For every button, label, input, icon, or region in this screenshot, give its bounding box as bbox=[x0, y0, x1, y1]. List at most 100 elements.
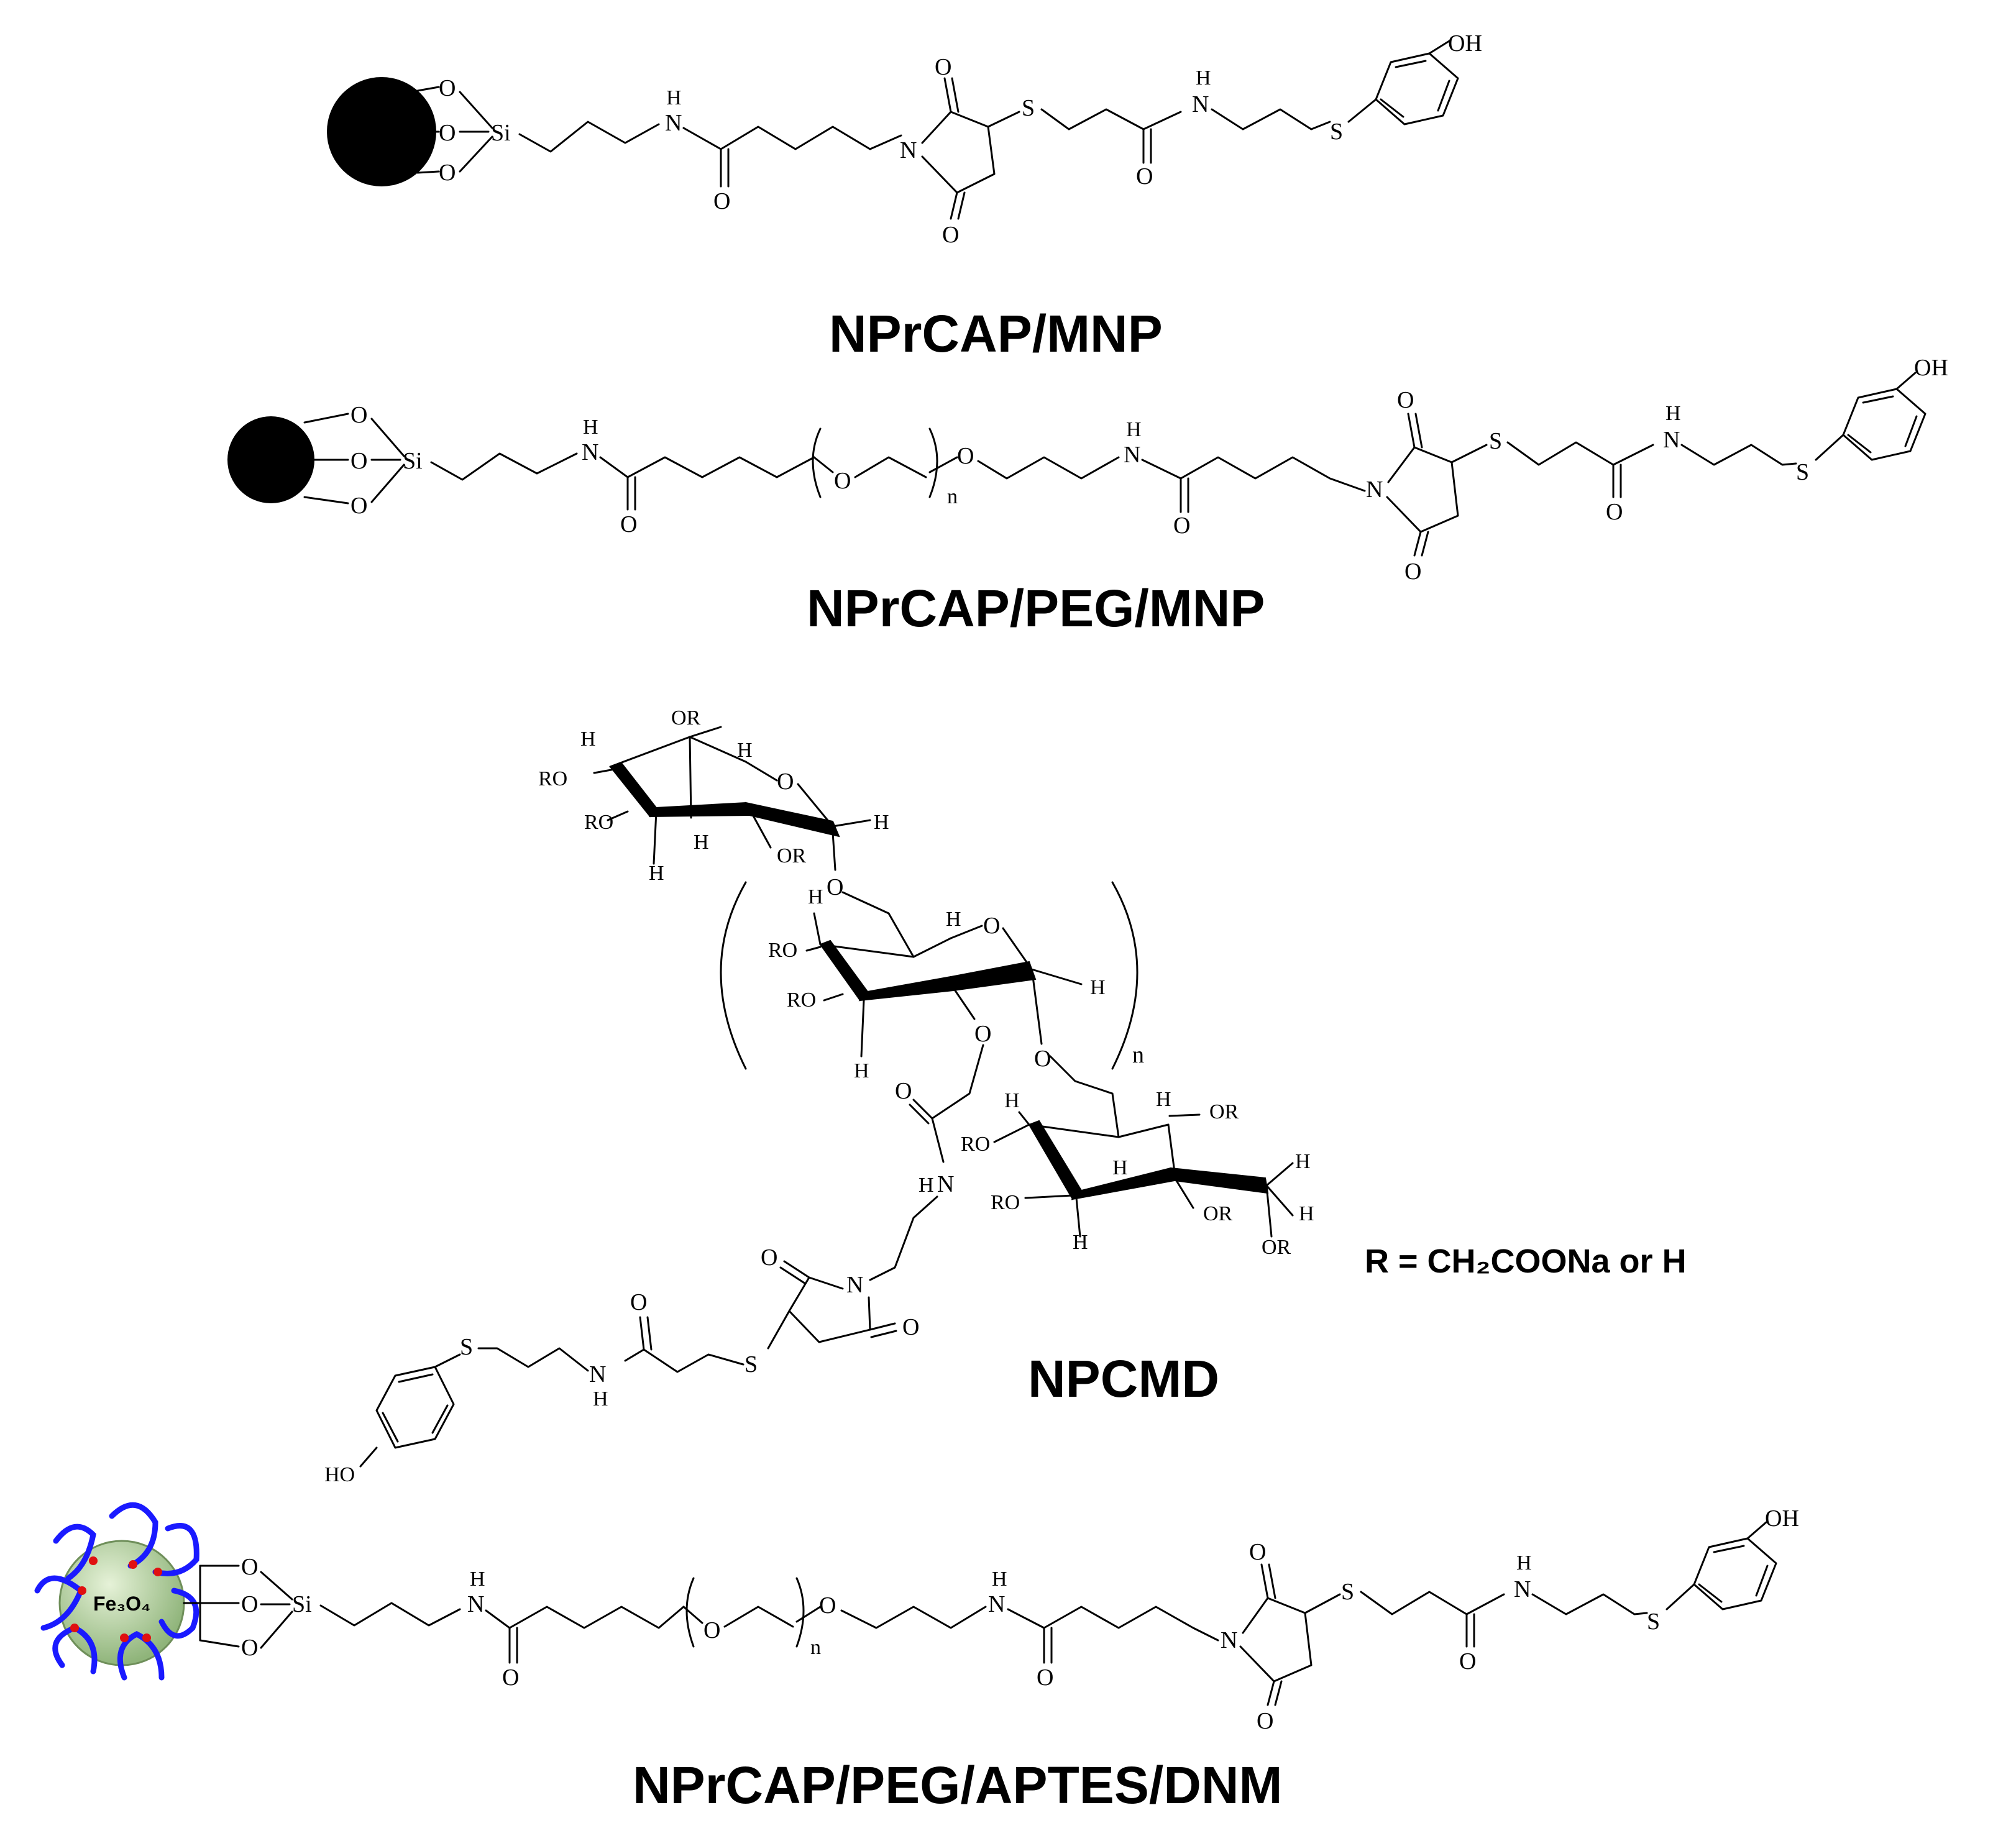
atom-h: H bbox=[1004, 1089, 1020, 1112]
magnetic-nanoparticle-icon bbox=[227, 416, 314, 503]
atom-h: H bbox=[580, 728, 596, 751]
atom-o: O bbox=[1034, 1046, 1051, 1072]
atom-si: Si bbox=[292, 1591, 312, 1617]
atom-n: N bbox=[1192, 91, 1209, 117]
atom-o: O bbox=[713, 188, 730, 214]
atom-ho: HO bbox=[324, 1463, 355, 1486]
caption-nprcap-peg-mnp: NPrCAP/PEG/MNP bbox=[807, 579, 1265, 637]
atom-s: S bbox=[1489, 428, 1502, 454]
atom-o: O bbox=[1459, 1648, 1476, 1675]
atom-h: H bbox=[1090, 976, 1106, 999]
atom-o: O bbox=[502, 1665, 519, 1691]
atom-or: OR bbox=[1203, 1202, 1233, 1225]
atom-ro: RO bbox=[584, 811, 613, 834]
atom-h: H bbox=[946, 908, 961, 931]
atom-h: H bbox=[1156, 1088, 1171, 1111]
atom-h: H bbox=[666, 86, 682, 109]
fe3o4-label: Fe₃O₄ bbox=[93, 1592, 150, 1615]
atom-o: O bbox=[942, 222, 959, 248]
atom-or: OR bbox=[1209, 1100, 1239, 1123]
atom-o: O bbox=[819, 1592, 836, 1619]
atom-or: OR bbox=[1262, 1236, 1291, 1259]
atom-oh: OH bbox=[1448, 30, 1482, 57]
atom-o: O bbox=[935, 54, 951, 80]
atom-h: H bbox=[1126, 418, 1142, 441]
label-n-subscript: n bbox=[1132, 1042, 1144, 1068]
atom-ro: RO bbox=[961, 1133, 990, 1156]
caption-nprcap-peg-aptes-dnm: NPrCAP/PEG/APTES/DNM bbox=[633, 1756, 1283, 1814]
atom-s: S bbox=[1341, 1579, 1354, 1605]
atom-s: S bbox=[1330, 119, 1343, 145]
atom-h: H bbox=[737, 739, 753, 762]
atom-h: H bbox=[1516, 1551, 1532, 1574]
label-n-subscript: n bbox=[810, 1636, 821, 1659]
atom-or: OR bbox=[671, 706, 701, 729]
atom-o: O bbox=[974, 1021, 991, 1047]
atom-n: N bbox=[582, 439, 598, 465]
atom-o: O bbox=[761, 1245, 777, 1271]
atom-ro: RO bbox=[768, 939, 797, 962]
atom-oh: OH bbox=[1765, 1505, 1799, 1532]
atom-o: O bbox=[351, 448, 367, 474]
atom-s: S bbox=[1022, 95, 1035, 121]
atom-oh: OH bbox=[1914, 355, 1948, 381]
atom-o: O bbox=[620, 511, 637, 537]
atom-h: H bbox=[470, 1568, 485, 1591]
atom-n: N bbox=[467, 1591, 484, 1617]
atom-o: O bbox=[439, 120, 456, 146]
atom-h: H bbox=[874, 811, 889, 834]
structure-nprcap-peg-aptes-dnm: Fe₃O₄ O O O Si H N O O n O H N O N bbox=[34, 1502, 1799, 1734]
atom-h: H bbox=[583, 416, 598, 439]
atom-n: N bbox=[937, 1171, 954, 1197]
atom-h: H bbox=[1196, 66, 1211, 89]
atom-si: Si bbox=[403, 448, 423, 474]
atom-o: O bbox=[902, 1314, 919, 1340]
atom-h: H bbox=[694, 831, 709, 854]
structure-nprcap-mnp: O O O Si H N O N O O S O H N S bbox=[327, 30, 1482, 248]
atom-h: H bbox=[649, 862, 664, 885]
caption-nprcap-mnp: NPrCAP/MNP bbox=[829, 304, 1163, 363]
atom-o: O bbox=[439, 160, 456, 186]
atom-o: O bbox=[630, 1289, 647, 1315]
atom-o: O bbox=[241, 1554, 258, 1580]
atom-o: O bbox=[439, 75, 456, 101]
atom-n: N bbox=[665, 110, 682, 136]
atom-or: OR bbox=[777, 844, 807, 867]
atom-s: S bbox=[460, 1334, 473, 1360]
atom-s: S bbox=[1796, 459, 1809, 485]
label-n-subscript: n bbox=[947, 485, 958, 508]
atom-n: N bbox=[1221, 1627, 1237, 1653]
atom-o: O bbox=[834, 468, 851, 494]
atom-o: O bbox=[895, 1078, 912, 1104]
atom-o: O bbox=[1257, 1708, 1273, 1734]
atom-o: O bbox=[241, 1591, 258, 1617]
structure-nprcap-peg-mnp: O O O Si H N O O n O H N O N O bbox=[227, 355, 1948, 585]
atom-h: H bbox=[808, 885, 823, 908]
atom-n: N bbox=[900, 137, 917, 163]
magnetic-nanoparticle-icon bbox=[327, 77, 436, 186]
atom-o: O bbox=[1249, 1539, 1266, 1565]
atom-o: O bbox=[1136, 163, 1153, 190]
atom-n: N bbox=[1663, 427, 1680, 453]
r-group-definition: R = CH₂COONa or H bbox=[1365, 1243, 1687, 1280]
atom-o: O bbox=[983, 913, 1000, 939]
structure-npcmd: H OR RO RO H O H H OR H O n H RO RO H O bbox=[324, 706, 1314, 1486]
atom-n: N bbox=[589, 1361, 606, 1387]
fe3o4-nanoparticle-icon: Fe₃O₄ bbox=[34, 1502, 199, 1681]
atom-h: H bbox=[919, 1174, 934, 1197]
atom-o: O bbox=[1173, 513, 1190, 539]
atom-o: O bbox=[1404, 559, 1421, 585]
atom-s: S bbox=[745, 1351, 758, 1378]
atom-si: Si bbox=[491, 120, 511, 146]
atom-o: O bbox=[777, 769, 794, 795]
atom-o: O bbox=[351, 402, 367, 428]
atom-h: H bbox=[854, 1059, 869, 1082]
atom-n: N bbox=[1124, 442, 1140, 468]
atom-o: O bbox=[1397, 387, 1414, 413]
atom-n: N bbox=[988, 1591, 1005, 1617]
atom-n: N bbox=[846, 1272, 863, 1298]
atom-ro: RO bbox=[787, 989, 816, 1012]
atom-h: H bbox=[1299, 1202, 1314, 1225]
atom-ro: RO bbox=[538, 767, 567, 790]
atom-o: O bbox=[827, 874, 843, 900]
